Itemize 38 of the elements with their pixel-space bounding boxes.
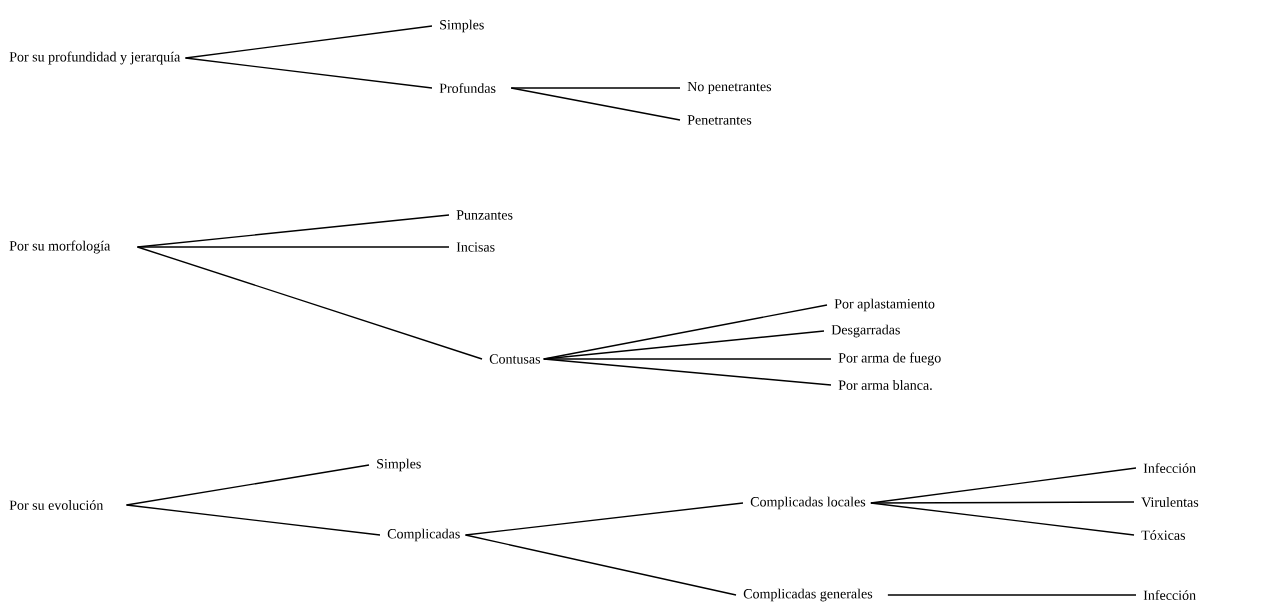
category-label: Penetrantes xyxy=(687,115,752,125)
branch-line xyxy=(887,594,1137,596)
category-label: Desgarradas xyxy=(831,324,900,338)
category-label: Por aplastamiento xyxy=(834,298,935,312)
category-label: Complicadas locales xyxy=(750,496,866,510)
category-label: Por arma blanca. xyxy=(838,380,932,390)
branch-line xyxy=(136,214,450,248)
branch-line xyxy=(510,87,681,89)
category-label: Infección xyxy=(1143,590,1196,600)
category-label: Virulentas xyxy=(1141,497,1199,507)
category-label: Tóxicas xyxy=(1141,530,1186,540)
category-label: Por su evolución xyxy=(9,500,104,510)
category-label: Por su profundidad y jerarquía xyxy=(9,51,181,65)
branch-line xyxy=(125,504,381,536)
category-label: Simples xyxy=(377,458,421,472)
branch-line xyxy=(136,246,483,360)
category-label: Infección xyxy=(1143,463,1196,473)
category-label: No penetrantes xyxy=(687,81,772,95)
branch-line xyxy=(464,502,744,536)
branch-line xyxy=(870,502,1135,536)
category-label: Contusas xyxy=(489,354,541,364)
category-label: Por arma de fuego xyxy=(838,352,941,366)
category-label: Simples xyxy=(440,19,484,33)
category-label: Complicadas xyxy=(387,528,460,542)
branch-line xyxy=(464,534,737,596)
category-label: Punzantes xyxy=(456,210,513,220)
branch-line xyxy=(184,25,433,59)
category-label: Complicadas generales xyxy=(743,588,873,602)
category-label: Por su morfología xyxy=(9,240,111,254)
branch-line xyxy=(184,57,433,89)
category-label: Incisas xyxy=(456,242,495,252)
branch-line xyxy=(136,246,450,248)
branch-line xyxy=(543,358,832,386)
branch-line xyxy=(870,501,1135,504)
branch-line xyxy=(125,464,370,506)
branch-line xyxy=(510,87,681,121)
category-label: Profundas xyxy=(439,83,496,93)
branch-line xyxy=(543,358,832,360)
